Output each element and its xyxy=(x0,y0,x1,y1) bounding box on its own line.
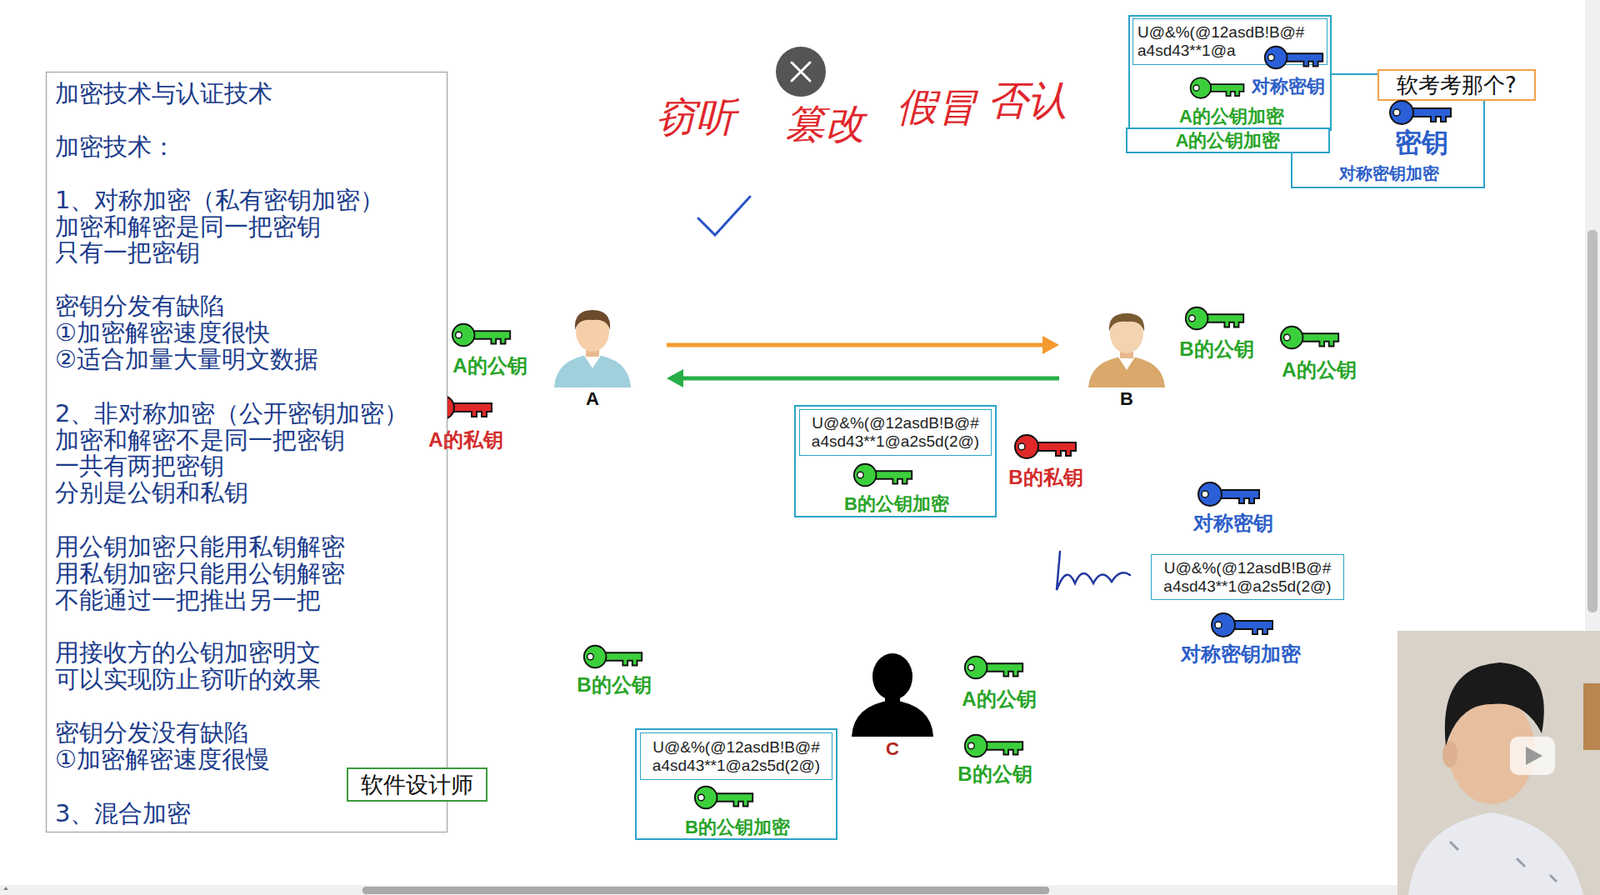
symmetric-key-icon xyxy=(1265,46,1323,70)
public-key-icon xyxy=(1185,307,1244,330)
cipher-text: U@&%(@12asdB!B@# a4sd43**1@a2s5d(2@) xyxy=(640,733,832,780)
person-node: C xyxy=(842,650,943,764)
panel-line: ①加密解密速度很快 xyxy=(55,319,270,346)
cipher-box: U@&%(@12asdB!B@# a4sd43**1@a xyxy=(1132,18,1328,65)
panel-line: 2、非对称加密（公开密钥加密） xyxy=(55,400,409,427)
public-key-icon xyxy=(452,324,510,347)
scrollbar-track xyxy=(0,885,1600,895)
key-label: B的公钥 xyxy=(576,673,651,697)
panel-line: ②适合加量大量明文数据 xyxy=(55,345,319,373)
comment-bubble: 软考考那个? xyxy=(1377,69,1536,101)
panel-line: 加密和解密是同一把密钥 xyxy=(55,213,321,240)
close-button xyxy=(775,46,826,97)
box-caption: 密钥 xyxy=(1395,126,1449,159)
panel-line: 加密和解密不是同一把密钥 xyxy=(55,426,345,454)
scrollbar-thumb xyxy=(1587,230,1598,613)
scrollbar-thumb xyxy=(362,886,1050,895)
public-key-icon xyxy=(965,735,1023,758)
message-box: A的公钥加密 U@&%(@12asdB!B@# a4sd43**1@a xyxy=(1128,15,1332,131)
key-label: A的公钥 xyxy=(1281,358,1356,382)
connector-line xyxy=(683,376,1060,381)
handwritten-note: 篡改 xyxy=(785,100,865,147)
box-caption: B的公钥加密 xyxy=(844,493,950,515)
arrow-connector xyxy=(666,335,1060,355)
connector-line xyxy=(666,343,1043,348)
private-key-icon xyxy=(1015,435,1076,459)
public-key-icon xyxy=(584,645,642,669)
panel-line: 可以实现防止窃听的效果 xyxy=(55,665,321,693)
cipher-text: U@&%(@12asdB!B@# a4sd43**1@a2s5d(2@) xyxy=(1151,555,1344,600)
key-label: 对称密钥 xyxy=(1193,511,1274,535)
text-panel: 加密技术与认证技术加密技术： 1、对称加密（私有密钥加密）加密和解密是同一把密钥只… xyxy=(45,71,448,833)
comment-text: 软考考那个? xyxy=(1379,70,1535,100)
cipher-box: U@&%(@12asdB!B@# a4sd43**1@a2s5d(2@) xyxy=(1150,554,1345,600)
message-box: B的公钥加密 U@&%(@12asdB!B@# a4sd43**1@a2s5d(2… xyxy=(794,405,997,518)
webcam-overlay xyxy=(1397,630,1600,895)
key-label: A的公钥 xyxy=(961,687,1036,711)
box-caption: A的公钥加密 xyxy=(1127,129,1329,152)
panel-line: 用接收方的公钥加密明文 xyxy=(55,639,321,666)
symmetric-key-icon xyxy=(1390,100,1451,125)
panel-line: 不能通过一把推出另一把 xyxy=(55,586,321,614)
key-label: A的公钥 xyxy=(452,354,527,378)
person-node: B xyxy=(1059,310,1195,414)
person-figure xyxy=(554,310,631,388)
scribble xyxy=(1056,551,1130,590)
box-caption: 对称密钥加密 xyxy=(1339,163,1440,184)
key-label: A的私钥 xyxy=(428,428,503,452)
handwritten-note: 否认 xyxy=(987,76,1068,124)
tag-text: 软件设计师 xyxy=(348,769,486,800)
panel-line: 分别是公钥和私钥 xyxy=(55,479,249,506)
panel-line: 一共有两把密钥 xyxy=(55,452,225,480)
cipher-box: U@&%(@12asdB!B@# a4sd43**1@a2s5d(2@) xyxy=(640,732,833,780)
panel-line: 3、混合加密 xyxy=(55,800,191,827)
symmetric-key-icon xyxy=(1198,482,1260,506)
box-caption: A的公钥加密 xyxy=(1179,105,1285,128)
panel-line: 用私钥加密只能用公钥解密 xyxy=(55,560,345,587)
panel-line: ①加密解密速度很慢 xyxy=(55,745,270,773)
public-key-icon xyxy=(1190,77,1245,99)
key-label: B的公钥 xyxy=(957,762,1032,786)
panel-line: 密钥分发有缺陷 xyxy=(55,292,225,320)
panel-line: 密钥分发没有缺陷 xyxy=(55,719,249,746)
panel-line: 加密技术： xyxy=(55,133,176,160)
cipher-box: U@&%(@12asdB!B@# a4sd43**1@a2s5d(2@) xyxy=(799,409,992,456)
public-key-icon xyxy=(1280,326,1339,350)
key-label: B的公钥 xyxy=(1179,337,1254,361)
person-figure xyxy=(1088,313,1165,388)
title-tag: 软件设计师 xyxy=(346,767,488,802)
public-key-icon xyxy=(965,656,1023,680)
panel-line: 1、对称加密（私有密钥加密） xyxy=(55,186,385,214)
message-box: B的公钥加密 U@&%(@12asdB!B@# a4sd43**1@a2s5d(2… xyxy=(635,728,838,840)
person-label: B xyxy=(1120,388,1134,410)
symmetric-key-icon xyxy=(1211,613,1273,637)
public-key-icon xyxy=(695,786,753,810)
panel-line: 用公钥加密只能用私钥解密 xyxy=(55,533,345,560)
person-node: A xyxy=(525,310,667,414)
key-label: B的私钥 xyxy=(1008,465,1083,490)
caption-box: A的公钥加密 xyxy=(1125,127,1330,154)
handwritten-note: 窃听 xyxy=(655,93,736,140)
person-label: A xyxy=(585,388,600,410)
public-key-icon xyxy=(854,464,912,487)
key-label: 对称密钥加密 xyxy=(1180,642,1301,666)
arrow-head xyxy=(666,369,684,388)
person-silhouette xyxy=(851,653,934,737)
cipher-text: U@&%(@12asdB!B@# a4sd43**1@a xyxy=(1133,19,1327,65)
panel-line: 加密技术与认证技术 xyxy=(55,80,273,107)
panel-line: 只有一把密钥 xyxy=(55,239,200,266)
checkmark xyxy=(698,196,750,235)
box-caption: B的公钥加密 xyxy=(685,816,790,839)
cipher-text: U@&%(@12asdB!B@# a4sd43**1@a2s5d(2@) xyxy=(800,410,991,455)
handwritten-note: 假冒 xyxy=(896,83,977,130)
key-label: 对称密钥 xyxy=(1251,75,1325,98)
arrow-connector xyxy=(666,369,1060,388)
scroll-arrow xyxy=(3,886,9,890)
person-label: C xyxy=(885,738,900,760)
arrow-head xyxy=(1042,335,1060,355)
